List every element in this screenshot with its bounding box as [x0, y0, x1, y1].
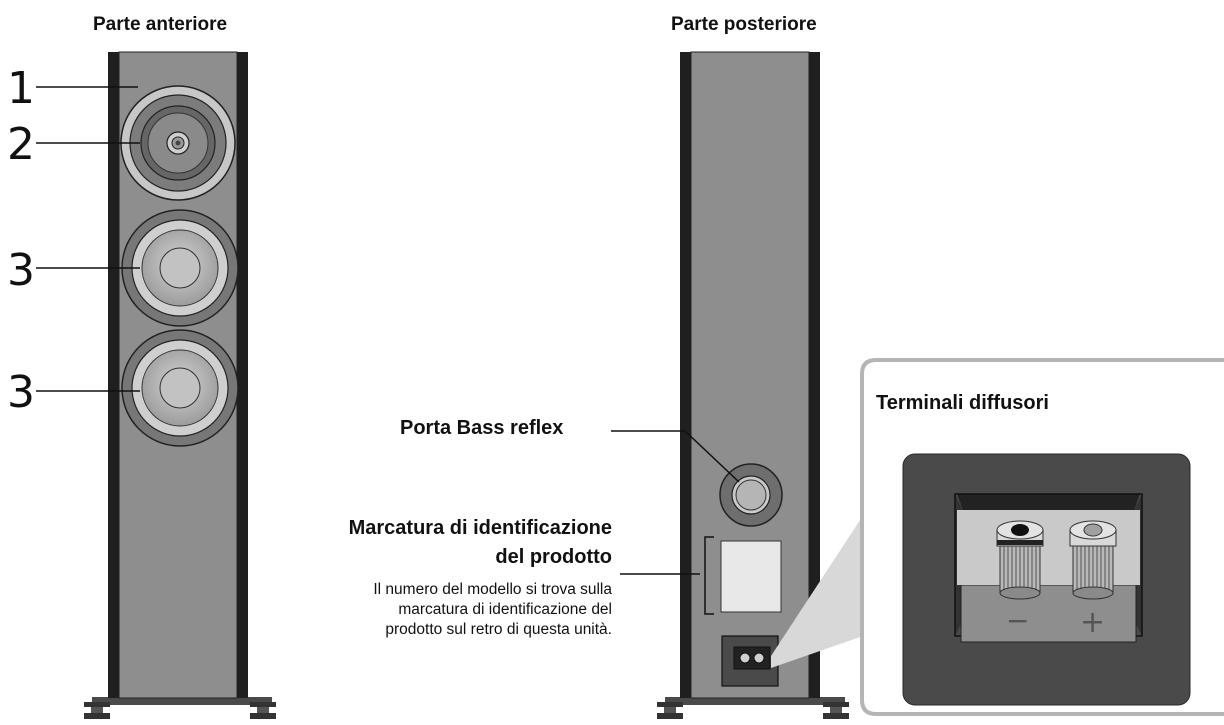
positive-terminal	[1069, 520, 1117, 600]
id-desc-line1: Il numero del modello si trova sulla	[373, 581, 612, 598]
terminal-recess	[954, 493, 1143, 643]
plus-symbol: +	[1080, 605, 1105, 640]
callout-1: 1	[7, 63, 35, 114]
id-desc-line2: marcatura di identificazione del	[398, 601, 612, 618]
zoom-wedge	[771, 511, 866, 668]
bass-reflex-label: Porta Bass reflex	[400, 417, 564, 439]
negative-terminal	[996, 520, 1044, 600]
callout-3-lower: 3	[7, 367, 35, 418]
id-marking-plate	[720, 540, 782, 613]
woofer-upper	[121, 209, 239, 327]
front-leader-lines	[36, 86, 140, 392]
bass-reflex-port	[719, 463, 783, 527]
front-feet	[84, 697, 276, 719]
callout-2: 2	[7, 119, 35, 170]
woofer-lower	[121, 329, 239, 447]
rear-terminal-plate	[721, 635, 779, 687]
terminal-detail-callout: − +	[771, 358, 1224, 716]
rear-speaker	[611, 51, 849, 719]
callout-3-upper: 3	[7, 245, 35, 296]
id-marking-title-line2: del prodotto	[495, 546, 612, 568]
id-desc-line3: prodotto sul retro di questa unità.	[385, 621, 612, 638]
minus-symbol: −	[1006, 604, 1029, 637]
id-marking-title-line1: Marcatura di identificazione	[348, 517, 612, 539]
front-speaker	[36, 51, 276, 719]
rear-title: Parte posteriore	[671, 14, 817, 35]
rear-feet	[657, 697, 849, 719]
rear-leader-lines	[611, 430, 740, 615]
terminal-detail-title: Terminali diffusori	[876, 392, 1049, 414]
front-title: Parte anteriore	[93, 14, 228, 35]
